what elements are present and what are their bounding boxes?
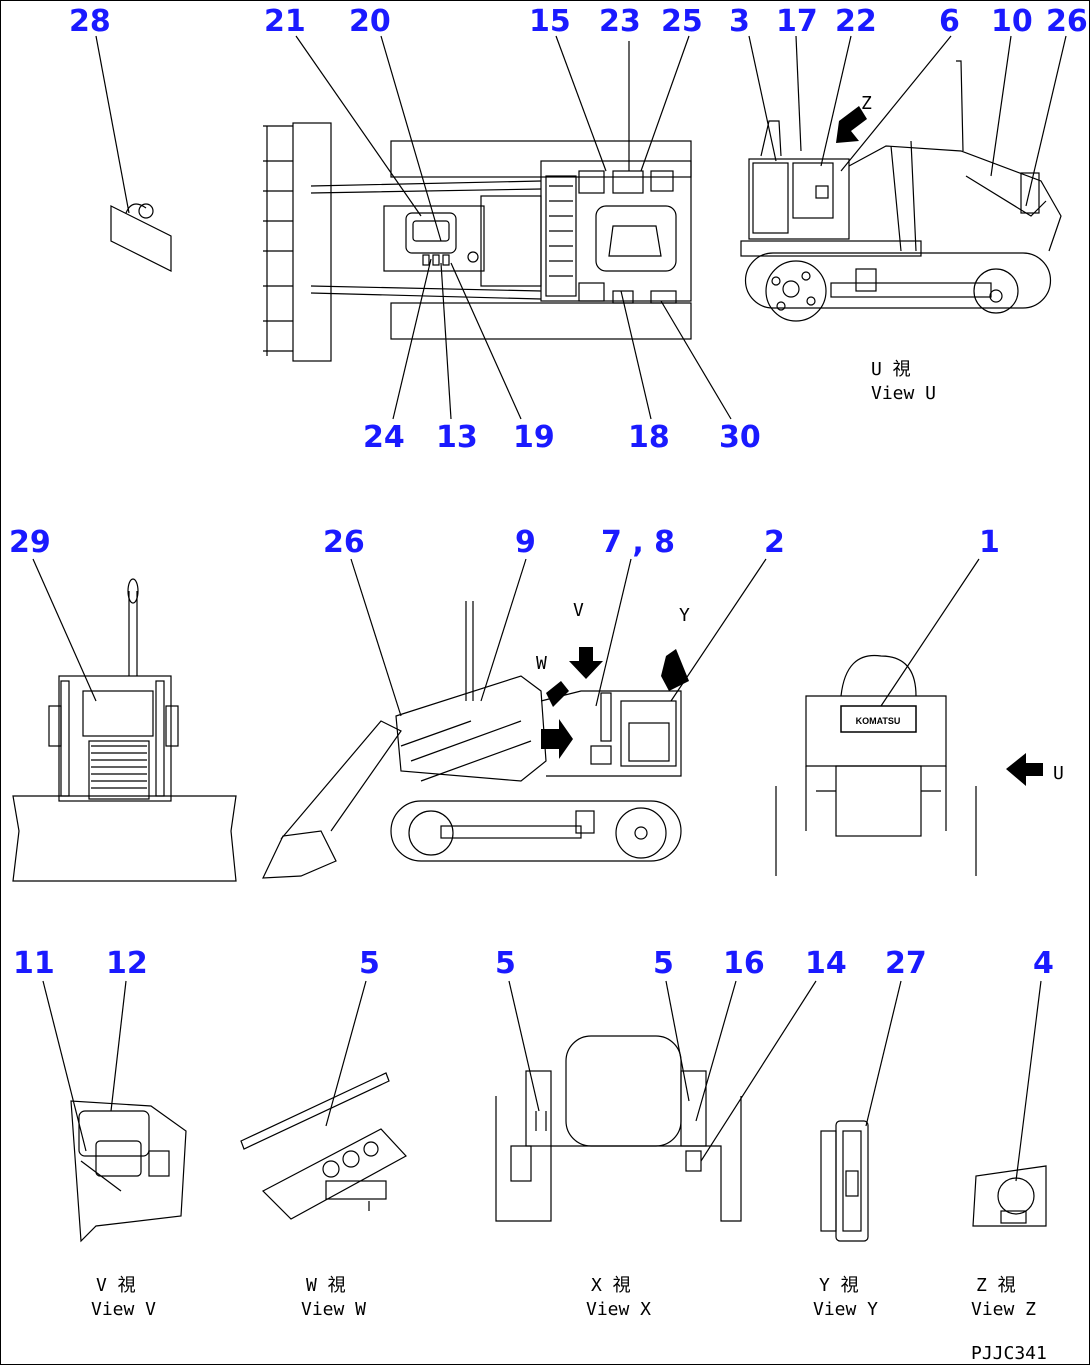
caption-view-w: View W: [301, 1299, 366, 1320]
callout-24: 24: [363, 420, 405, 455]
callout-5-x-right: 5: [653, 946, 674, 981]
leader-lines: [32, 35, 1067, 1182]
callout-6: 6: [939, 4, 960, 39]
side-view-drawing: [262, 601, 689, 879]
callout-28: 28: [69, 4, 111, 39]
callout-5-w: 5: [359, 946, 380, 981]
view-x-drawing: [495, 1035, 742, 1222]
arrow-letter-y: Y: [679, 605, 690, 626]
arrow-letter-z: Z: [861, 93, 872, 114]
caption-view-w-jp: W 視: [306, 1275, 346, 1296]
callout-20: 20: [349, 4, 391, 39]
callout-15: 15: [529, 4, 571, 39]
caption-view-z: View Z: [971, 1299, 1036, 1320]
brand-plate-text: KOMATSU: [856, 716, 901, 726]
view-v-drawing: [70, 1100, 187, 1243]
callout-12: 12: [106, 946, 148, 981]
callout-25: 25: [661, 4, 703, 39]
callout-23: 23: [599, 4, 641, 39]
top-plan-view: [263, 122, 692, 362]
caption-view-u: View U: [871, 383, 936, 404]
rear-view-drawing: [775, 654, 1043, 876]
callout-11: 11: [13, 946, 55, 981]
callout-27: 27: [885, 946, 927, 981]
caption-view-x-jp: X 視: [591, 1275, 631, 1296]
callout-14: 14: [805, 946, 847, 981]
callout-26-mid: 26: [323, 525, 365, 560]
view-w-drawing: [240, 1072, 407, 1220]
caption-view-u-jp: U 視: [871, 359, 911, 380]
callout-21: 21: [264, 4, 306, 39]
arrow-letter-u: U: [1053, 763, 1064, 784]
callout-10: 10: [991, 4, 1033, 39]
callout-1: 1: [979, 525, 1000, 560]
callout-9: 9: [515, 525, 536, 560]
callout-3: 3: [729, 4, 750, 39]
view-u-drawing: [740, 60, 1062, 322]
callout-18: 18: [628, 420, 670, 455]
callout-4: 4: [1033, 946, 1054, 981]
view-y-drawing: [820, 1120, 869, 1242]
view-z-drawing: [972, 1165, 1047, 1227]
callout-5-x-left: 5: [495, 946, 516, 981]
callout-2: 2: [764, 525, 785, 560]
callout-7-8: 7 , 8: [601, 525, 675, 560]
caption-view-v-jp: V 視: [96, 1275, 136, 1296]
arrow-letter-w: W: [536, 653, 547, 674]
callout-13: 13: [436, 420, 478, 455]
callout-26-top: 26: [1046, 4, 1088, 39]
front-view-drawing: [12, 578, 237, 882]
callout-16: 16: [723, 946, 765, 981]
caption-view-y-jp: Y 視: [819, 1275, 859, 1296]
callout-22: 22: [835, 4, 877, 39]
caption-view-z-jp: Z 視: [976, 1275, 1016, 1296]
caption-view-x: View X: [586, 1299, 651, 1320]
caption-view-v: View V: [91, 1299, 156, 1320]
drawing-code: PJJC341: [971, 1343, 1047, 1364]
callout-29: 29: [9, 525, 51, 560]
callout-19: 19: [513, 420, 555, 455]
label-28-drawing: [110, 203, 172, 272]
arrow-letter-v: V: [573, 600, 584, 621]
caption-view-y: View Y: [813, 1299, 878, 1320]
callout-30: 30: [719, 420, 761, 455]
callout-17: 17: [776, 4, 818, 39]
